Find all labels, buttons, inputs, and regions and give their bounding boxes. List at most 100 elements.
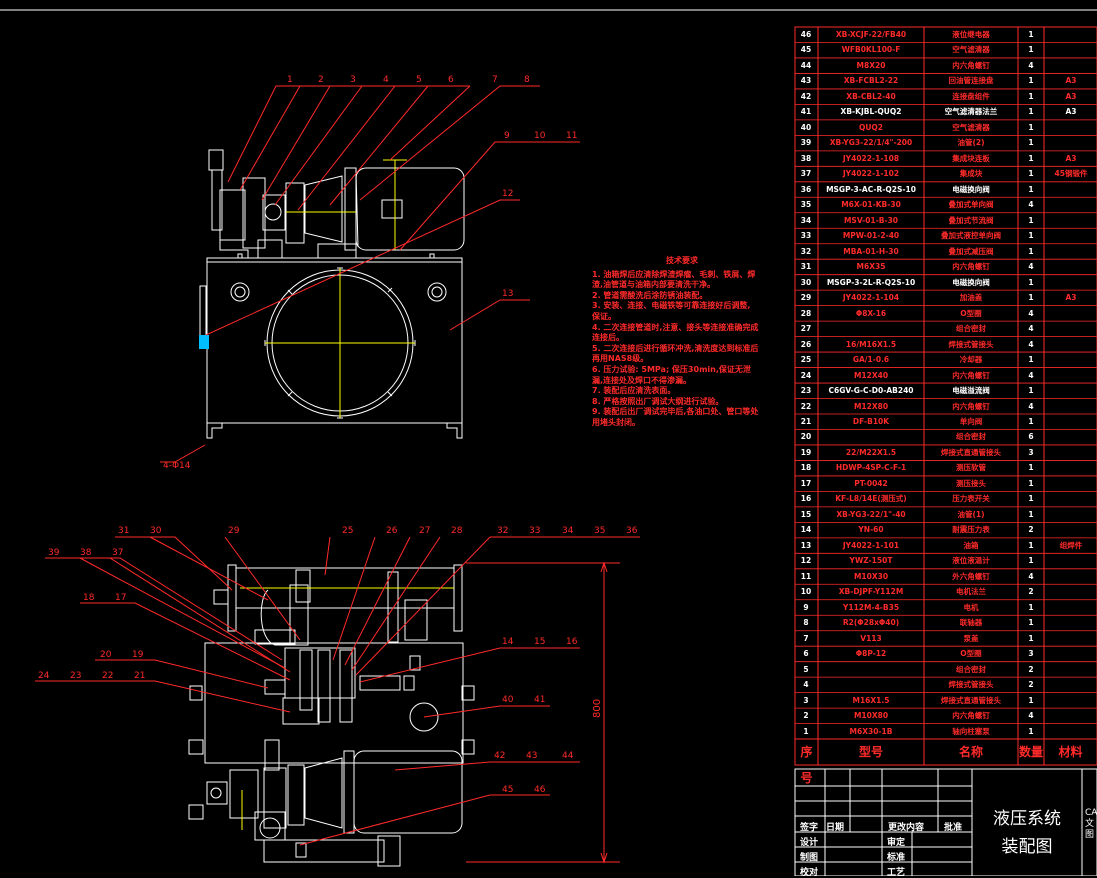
bom-cell-name: 内六角螺钉 — [952, 262, 990, 272]
svg-text:6: 6 — [448, 75, 454, 85]
bom-cell-name: 测压接头 — [956, 478, 986, 488]
technical-note-line: 8. 严格按照出厂调试大纲进行试验。 — [592, 396, 724, 406]
bom-cell-name: 内六角螺钉 — [952, 401, 990, 411]
bom-cell-qty: 1 — [1028, 556, 1034, 566]
bom-cell-qty: 1 — [1028, 540, 1034, 550]
tb-label-review: 审定 — [887, 838, 906, 848]
bom-cell-name: 电磁换向阀 — [952, 184, 990, 194]
technical-note-line: 连接后。 — [592, 333, 624, 343]
bom-cell-no: 36 — [800, 184, 812, 194]
bom-cell-material — [1045, 135, 1097, 151]
bom-cell-qty: 1 — [1028, 618, 1034, 628]
bom-cell-code: M8X20 — [856, 60, 886, 70]
svg-text:31: 31 — [118, 526, 129, 536]
bom-cell-name: 内六角螺钉 — [952, 711, 990, 721]
bom-cell-material — [1045, 476, 1097, 492]
bom-header-name: 名称 — [958, 745, 983, 759]
bom-cell-no: 9 — [803, 602, 809, 612]
top-callout-labels: 1 2 3 4 5 6 7 8 9 10 11 12 13 4-Φ14 — [163, 75, 577, 471]
bom-cell-no: 2 — [803, 711, 809, 721]
bom-cell-qty: 2 — [1028, 680, 1034, 690]
bom-cell-material — [1045, 615, 1097, 631]
bom-cell-no: 39 — [800, 138, 812, 148]
bom-cell-no: 6 — [803, 649, 809, 659]
bom-cell-material — [1045, 228, 1097, 244]
bom-cell-code: Φ8P-12 — [855, 649, 887, 659]
bom-cell-material — [1045, 182, 1097, 198]
bom-cell-code: GA/1-0.6 — [852, 355, 890, 365]
bom-cell-material — [1045, 321, 1097, 337]
svg-text:23: 23 — [70, 671, 81, 681]
bom-cell-code: M16X1.5 — [852, 695, 890, 705]
svg-text:41: 41 — [534, 695, 545, 705]
bom-cell-material — [1045, 244, 1097, 260]
svg-text:14: 14 — [502, 637, 514, 647]
bom-cell-qty: 1 — [1028, 138, 1034, 148]
bom-cell-qty: 1 — [1028, 726, 1034, 736]
svg-text:19: 19 — [132, 650, 144, 660]
svg-text:25: 25 — [342, 526, 353, 536]
bom-cell-no: 21 — [800, 417, 812, 426]
bom-cell-material — [1045, 724, 1097, 740]
bom-cell-material — [1045, 491, 1097, 507]
svg-text:2: 2 — [318, 75, 324, 85]
bom-cell-name: 焊接式管接头 — [948, 680, 994, 690]
bom-cell-name: 单向阀 — [959, 417, 983, 426]
bom-cell-name: 测压软管 — [956, 463, 986, 473]
bom-cell-material — [1045, 42, 1097, 58]
technical-note-line: 1. 油箱焊后应清除焊渣焊瘤、毛刺、铁屑、焊 — [592, 269, 756, 279]
bom-cell-code: M10X80 — [853, 711, 889, 721]
bom-cell-no: 31 — [800, 262, 812, 272]
bom-cell-qty: 1 — [1028, 494, 1034, 504]
front-view-centerlines — [240, 587, 454, 830]
bom-cell-material — [1045, 662, 1097, 678]
bom-cell-qty: 4 — [1028, 262, 1034, 272]
bom-cell-material — [1045, 352, 1097, 368]
bom-cell-qty: 1 — [1028, 509, 1034, 519]
bom-cell-material — [1045, 120, 1097, 136]
svg-text:35: 35 — [594, 526, 605, 536]
technical-note-line: 再用NAS8级。 — [592, 354, 649, 364]
bom-cell-code: MPW-01-2-40 — [842, 231, 900, 241]
svg-text:8: 8 — [524, 75, 530, 85]
bom-cell-no: 1 — [803, 726, 809, 736]
bom-cell-qty: 1 — [1028, 153, 1034, 163]
bom-cell-no: 43 — [800, 76, 812, 86]
bom-cell-code — [819, 677, 923, 693]
bom-cell-no: 5 — [803, 664, 809, 674]
bom-cell-name: 叠加式节流阀 — [948, 215, 994, 225]
bom-cell-material: A3 — [1065, 153, 1077, 163]
bom-cell-no: 40 — [800, 122, 812, 132]
bom-cell-name: 焊接式直通管接头 — [941, 447, 1001, 457]
technical-note-line: 保证。 — [592, 311, 616, 321]
bom-cell-qty: 1 — [1028, 45, 1034, 55]
bom-cell-name: 液位液温计 — [952, 556, 990, 566]
svg-text:15: 15 — [534, 637, 545, 647]
bom-header-qty: 数量 — [1018, 745, 1043, 759]
svg-text:40: 40 — [502, 695, 514, 705]
svg-text:17: 17 — [115, 593, 126, 603]
bom-cell-no: 16 — [800, 494, 812, 504]
bom-cell-no: 35 — [800, 200, 812, 210]
bom-cell-name: 加油盖 — [959, 293, 983, 303]
bom-cell-code: Y112M-4-B35 — [842, 602, 900, 612]
bom-cell-name: 叠加式减压阀 — [948, 246, 994, 256]
technical-note-line: 4. 二次连接管道时,注意、接头等连接准确完成 — [592, 322, 759, 332]
bom-cell-no: 38 — [800, 153, 812, 163]
height-dimension — [466, 561, 620, 864]
